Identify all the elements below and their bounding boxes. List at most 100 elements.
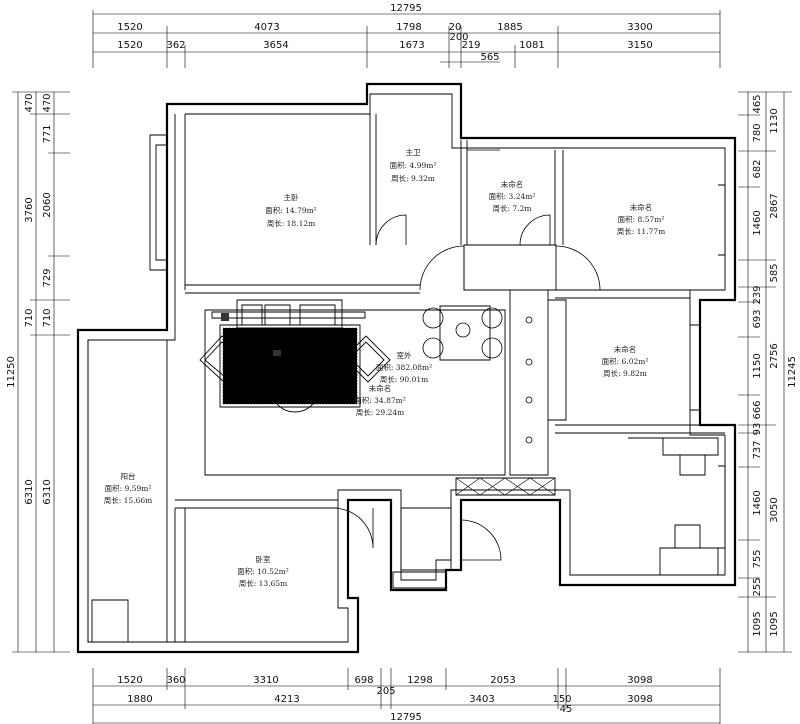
bottom-total-dim: 12795 — [390, 712, 422, 723]
right-outer-3: 585 — [769, 263, 780, 282]
bottom-dim-1: 1520 — [117, 675, 142, 686]
room-name: 卧室 — [256, 554, 271, 564]
bottom-dim-7: 3098 — [627, 675, 652, 686]
left-outer-1: 470 — [24, 93, 35, 112]
top-dim-r2-6: 1081 — [519, 40, 544, 51]
top-dim-r2-2: 362 — [166, 40, 185, 51]
left-dimensions: 11250 470 3760 710 6310 470 771 2060 729… — [6, 91, 70, 653]
room-perimeter: 周长: 18.12m — [267, 218, 316, 228]
room-label-balcony: 阳台 面积: 9.59m² 周长: 15.66m — [104, 471, 153, 505]
room-area: 面积: 4.99m² — [390, 160, 437, 170]
left-total-dim: 11250 — [6, 356, 17, 388]
right-inner-2: 780 — [752, 123, 763, 142]
room-label-outdoor: 室外 面积: 382.08m² 周长: 90.01m — [376, 350, 432, 384]
room-labels: 主卧 面积: 14.79m² 周长: 18.12m 主卫 面积: 4.99m² … — [104, 147, 666, 588]
left-outer-3: 710 — [24, 308, 35, 327]
right-inner-6: 693 — [752, 309, 763, 328]
right-outer-6: 1095 — [769, 611, 780, 636]
right-inner-11: 1460 — [752, 490, 763, 515]
top-dim-6: 3300 — [627, 22, 652, 33]
room-perimeter: 周长: 11.77m — [617, 226, 666, 236]
top-dim-3: 1798 — [396, 22, 421, 33]
top-dim-4: 20 — [449, 22, 462, 33]
room-perimeter: 周长: 90.01m — [380, 374, 429, 384]
top-dim-r2-1: 1520 — [117, 40, 142, 51]
left-inner-4: 729 — [42, 268, 53, 287]
room-perimeter: 周长: 9.32m — [391, 173, 435, 183]
top-dim-r2-5: 219 — [461, 40, 480, 51]
left-inner-2: 771 — [42, 124, 53, 143]
room-label-unnamed-east: 未命名 面积: 6.02m² 周长: 9.82m — [602, 344, 649, 378]
bottom-dim-r2-3: 205 — [376, 686, 395, 697]
right-inner-5: 239 — [752, 285, 763, 304]
room-name: 阳台 — [121, 471, 136, 481]
bottom-dim-r2-1: 1880 — [127, 694, 152, 705]
right-inner-4: 1460 — [752, 210, 763, 235]
left-outer-4: 6310 — [24, 479, 35, 504]
right-dimensions: 11245 1130 2867 585 2756 3050 1095 465 7… — [738, 91, 798, 653]
bottom-dim-3: 3310 — [253, 675, 278, 686]
top-dim-r2-7: 3150 — [627, 40, 652, 51]
right-inner-8: 666 — [752, 400, 763, 419]
room-label-master-bedroom: 主卧 面积: 14.79m² 周长: 18.12m — [265, 192, 317, 228]
top-dimensions: 12795 1520 4073 1798 20 1885 3300 200 15… — [92, 3, 721, 68]
right-inner-3: 682 — [752, 159, 763, 178]
room-name: 主卫 — [406, 147, 421, 157]
top-dim-1: 1520 — [117, 22, 142, 33]
bottom-dim-r2-4: 3403 — [469, 694, 494, 705]
bottom-dim-6: 2053 — [490, 675, 515, 686]
room-label-unnamed-small: 未命名 面积: 3.24m² 周长: 7.2m — [489, 179, 536, 213]
right-inner-9: 93 — [752, 423, 763, 436]
room-perimeter: 周长: 13.65m — [239, 578, 288, 588]
walls — [76, 82, 737, 654]
right-outer-1: 1130 — [769, 108, 780, 133]
bottom-dim-r2-5: 150 — [552, 694, 571, 705]
doors — [332, 149, 601, 561]
right-outer-5: 3050 — [769, 497, 780, 522]
room-perimeter: 周长: 9.82m — [603, 368, 647, 378]
top-dim-200: 200 — [449, 32, 468, 43]
top-dim-r2-3: 3654 — [263, 40, 288, 51]
left-inner-1: 470 — [42, 93, 53, 112]
left-inner-5: 710 — [42, 308, 53, 327]
bottom-dim-4: 698 — [354, 675, 373, 686]
room-area: 面积: 382.08m² — [376, 362, 432, 372]
room-label-master-bath: 主卫 面积: 4.99m² 周长: 9.32m — [390, 147, 437, 183]
room-name: 未命名 — [501, 179, 524, 189]
room-label-unnamed-ne: 未命名 面积: 8.57m² 周长: 11.77m — [617, 202, 666, 236]
room-area: 面积: 34.87m² — [354, 395, 406, 405]
room-label-bedroom: 卧室 面积: 10.52m² 周长: 13.65m — [237, 554, 289, 588]
right-inner-12: 755 — [752, 549, 763, 568]
bottom-dim-r2-2: 4213 — [274, 694, 299, 705]
right-total-dim: 11245 — [787, 356, 798, 388]
right-inner-14: 1095 — [752, 611, 763, 636]
top-dim-2: 4073 — [254, 22, 279, 33]
room-perimeter: 周长: 29.24m — [356, 407, 405, 417]
right-inner-13: 255 — [752, 577, 763, 596]
right-inner-10: 737 — [752, 440, 763, 459]
right-inner-7: 1150 — [752, 353, 763, 378]
bottom-dim-2: 360 — [166, 675, 185, 686]
room-area: 面积: 6.02m² — [602, 356, 649, 366]
top-total-dim: 12795 — [390, 3, 422, 14]
left-outer-2: 3760 — [24, 197, 35, 222]
room-name: 未命名 — [369, 383, 392, 393]
top-dim-565: 565 — [480, 52, 499, 63]
room-name: 未命名 — [630, 202, 653, 212]
room-name: 未命名 — [614, 344, 637, 354]
bottom-dim-5: 1298 — [407, 675, 432, 686]
room-area: 面积: 10.52m² — [237, 566, 289, 576]
room-area: 面积: 3.24m² — [489, 191, 536, 201]
left-inner-3: 2060 — [42, 192, 53, 217]
room-area: 面积: 8.57m² — [618, 214, 665, 224]
right-outer-2: 2867 — [769, 193, 780, 218]
room-name: 主卧 — [284, 192, 299, 202]
bottom-dimensions: 1520 360 3310 698 1298 2053 3098 1880 42… — [92, 668, 721, 724]
room-area: 面积: 14.79m² — [265, 205, 317, 215]
top-dim-5: 1885 — [497, 22, 522, 33]
bottom-dim-r2-6: 3098 — [627, 694, 652, 705]
living-area — [204, 244, 567, 589]
room-area: 面积: 9.59m² — [105, 483, 152, 493]
room-name: 室外 — [397, 350, 412, 360]
